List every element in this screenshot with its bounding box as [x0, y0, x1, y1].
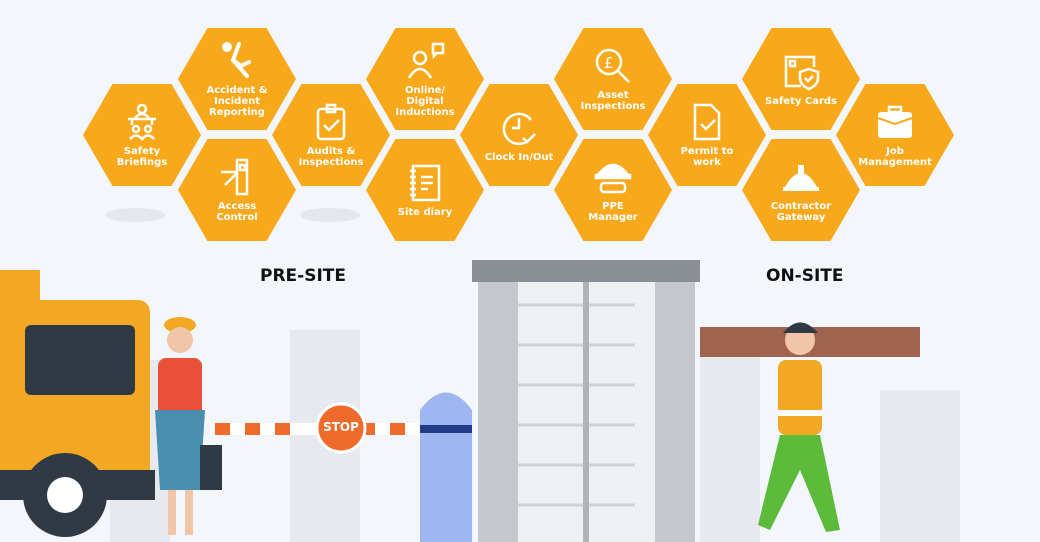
card-shield-icon	[784, 55, 820, 90]
barrier-arm	[210, 392, 472, 542]
module-label: Access Control	[216, 201, 258, 223]
briefing-icon	[128, 103, 156, 141]
clock-refresh-icon	[502, 112, 536, 145]
svg-text:£: £	[604, 54, 614, 72]
module-label: Audits & Inspections	[298, 146, 364, 168]
truck-illustration	[0, 270, 155, 537]
module-label: Contractor Gateway	[770, 201, 832, 223]
module-asset-inspections[interactable]: £ Asset Inspections	[554, 28, 672, 130]
man-carrying-plank-illustration	[700, 322, 920, 532]
module-permit-to-work[interactable]: Permit to work	[648, 84, 766, 186]
document-check-icon	[693, 103, 721, 141]
hardhat-icon	[783, 165, 819, 191]
module-safety-cards[interactable]: Safety Cards	[742, 28, 860, 130]
stop-sign: STOP	[323, 420, 359, 434]
woman-worker-illustration	[155, 317, 222, 535]
falling-person-icon	[222, 41, 251, 78]
module-label: Site diary	[397, 206, 453, 218]
module-job-management[interactable]: Job Management	[836, 84, 954, 186]
briefcase-icon	[877, 105, 913, 138]
module-label: Accident & Incident Reporting	[206, 84, 268, 118]
module-label: Safety Cards	[765, 95, 837, 107]
user-chat-icon	[407, 42, 445, 79]
turnstile-gate	[472, 260, 700, 542]
module-label: Online/ Digital Inductions	[395, 84, 455, 118]
pound-search-icon: £	[595, 48, 630, 83]
module-label: Asset Inspections	[580, 90, 646, 112]
hardhat-goggles-icon	[594, 163, 632, 194]
module-label: Clock In/Out	[484, 151, 554, 163]
notebook-icon	[410, 164, 441, 201]
clipboard-check-icon	[316, 103, 346, 141]
module-ppe-manager[interactable]: PPE Manager	[554, 139, 672, 241]
module-label: PPE Manager	[588, 201, 638, 223]
module-contractor-gateway[interactable]: Contractor Gateway	[742, 139, 860, 241]
module-label: Permit to work	[680, 146, 734, 168]
pre-site-heading: PRE-SITE	[260, 266, 346, 286]
module-label: Safety Briefings	[116, 146, 168, 168]
on-site-heading: ON-SITE	[766, 266, 844, 286]
turnstile-icon	[221, 158, 249, 196]
module-label: Job Management	[858, 146, 932, 168]
